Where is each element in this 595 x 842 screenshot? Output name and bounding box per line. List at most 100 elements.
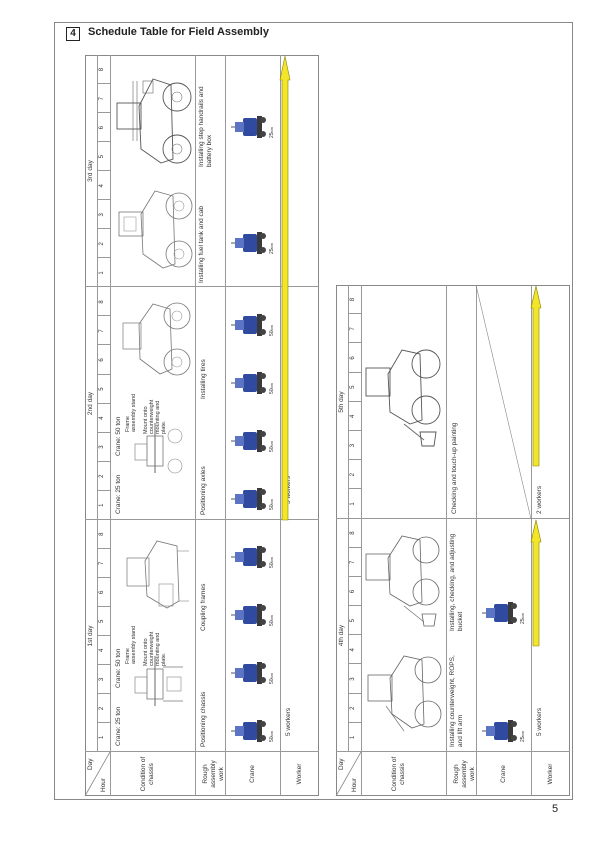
crane-icon — [482, 720, 517, 742]
t2-hour-2-5: 5 — [350, 385, 356, 389]
t1-crane-5 — [231, 486, 272, 512]
t1-hour-3-1: 1 — [99, 271, 105, 275]
crane-ton-value: 25 — [520, 736, 526, 742]
row-label-worker: Worker — [296, 763, 303, 785]
t2-crane-2 — [482, 600, 523, 626]
t1-hour-divider — [97, 141, 110, 143]
t1-crane-ton-9: 25ton — [269, 243, 275, 254]
crane-ton-unit: ton — [269, 126, 274, 133]
t1-crane-2 — [231, 660, 272, 686]
t2-hour-2-3: 3 — [350, 443, 356, 448]
t2-hour-2-4: 4 — [350, 414, 356, 419]
rough-d3-handrails-battery: Installing step handrails and battery bo… — [198, 86, 213, 167]
crane-ton-unit: ton — [269, 556, 274, 563]
t2-hour-2-6: 6 — [350, 356, 356, 360]
tires-drawing-d2 — [122, 302, 191, 376]
crane-ton-unit: ton — [269, 498, 274, 505]
worker-d1: 5 workers — [285, 707, 292, 736]
crane-icon — [231, 430, 266, 452]
t1-hour-2-7: 7 — [99, 329, 105, 333]
t1-hour-divider — [97, 199, 110, 201]
t2-hour-divider — [348, 546, 361, 548]
t2-hour-divider — [348, 721, 361, 723]
t2-hour-2-8: 8 — [350, 297, 356, 302]
t1-crane-ton-8: 50ton — [269, 325, 275, 336]
crane-ton-value: 25 — [269, 132, 275, 138]
t1-hour-divider — [97, 605, 110, 607]
crane-ton-unit: ton — [269, 242, 274, 249]
worker-arrow-d2-d3 — [279, 55, 291, 521]
header-diagonal — [84, 751, 111, 797]
t1-hour-divider — [97, 112, 110, 114]
t2-hour-1-4: 4 — [350, 648, 356, 652]
section-number: 4 — [66, 27, 80, 41]
t2-crane-ton-2: 25ton — [520, 613, 526, 624]
crane-ton-value: 50 — [269, 562, 275, 568]
t1-crane-ton-1: 50ton — [269, 731, 275, 742]
t1-crane-ton-10: 25ton — [269, 127, 275, 138]
t1-hour-divider — [97, 547, 110, 549]
t1-hour-divider — [97, 489, 110, 491]
crane-icon — [231, 604, 266, 626]
header-hour-label: Hour — [100, 777, 107, 792]
t1-hour-3-2: 2 — [99, 242, 105, 246]
crane-ton-unit: ton — [269, 614, 274, 621]
day-label-2: 2nd day — [87, 391, 94, 416]
cab-fuel-tank-drawing-d3 — [118, 190, 193, 269]
t2-hour-divider — [348, 371, 361, 373]
crane-icon — [231, 232, 266, 254]
t1-hour-1-7: 7 — [99, 561, 105, 565]
crane-ton-unit: ton — [269, 324, 274, 331]
t1-crane-3 — [231, 602, 272, 628]
t1-hour-3-6: 6 — [99, 126, 105, 130]
t1-hour-divider — [97, 170, 110, 172]
t2-hour-divider — [348, 575, 361, 577]
page-number: 5 — [552, 803, 559, 815]
crane-icon — [231, 662, 266, 684]
rough-d4-counterweight: Installing counterweight, ROPS, and lift… — [449, 655, 464, 747]
t2-hour-2-7: 7 — [350, 327, 356, 331]
t2-crane-1 — [482, 718, 523, 744]
crane-icon — [231, 116, 266, 138]
row-label-worker-2: Worker — [547, 763, 554, 785]
t1-hour-divider — [97, 344, 110, 346]
t1-hour-divider — [97, 315, 110, 317]
t2-hour-2-1: 1 — [350, 502, 356, 506]
crane-ton-unit: ton — [269, 382, 274, 389]
t1-hour-divider — [97, 402, 110, 404]
rough-d4-bucket: Installing, checking, and adjusting buck… — [449, 533, 464, 631]
header-diagonal-2 — [335, 751, 362, 797]
rough-d2-positioning-axles: Positioning axles — [200, 466, 207, 515]
chassis-frame-drawing-d1 — [134, 656, 183, 706]
worker-d4: 5 workers — [536, 707, 543, 736]
t2-hour-1-8: 8 — [350, 531, 356, 535]
t1-hour-divider — [97, 373, 110, 375]
crane-label-d1-25: Crane: 25 ton — [115, 706, 122, 746]
t2-hour-1-3: 3 — [350, 677, 356, 681]
day-label-1: 1st day — [87, 625, 94, 647]
header-hour-label-2: Hour — [351, 777, 358, 792]
t1-hour-divider — [97, 634, 110, 636]
t1-hour-divider — [97, 257, 110, 259]
t2-hour-divider — [348, 313, 361, 315]
t1-crane-ton-7: 50ton — [269, 383, 275, 394]
worker-arrow-d5 — [530, 285, 542, 467]
crane-ton-value: 50 — [269, 678, 275, 684]
bucket-drawing-d4 — [365, 535, 440, 627]
t1-hour-3-5: 5 — [99, 155, 105, 159]
t1-hour-1-8: 8 — [99, 532, 105, 536]
t1-crane-ton-2: 50ton — [269, 673, 275, 684]
t2-hour-2-2: 2 — [350, 473, 356, 477]
t2-hour-divider — [348, 692, 361, 694]
t1-hour-divider — [97, 721, 110, 723]
crane-ton-value: 50 — [269, 736, 275, 742]
t1-hour-2-6: 6 — [99, 358, 105, 362]
crane-icon — [482, 602, 517, 624]
t1-hour-2-2: 2 — [99, 474, 105, 478]
worker-d5: 2 workers — [536, 485, 543, 514]
t1-hour-divider — [97, 228, 110, 230]
t1-hour-2-4: 4 — [99, 416, 105, 420]
t1-hour-divider — [97, 663, 110, 665]
t1-hour-3-8: 8 — [99, 67, 105, 72]
t1-hour-1-6: 6 — [99, 590, 105, 594]
